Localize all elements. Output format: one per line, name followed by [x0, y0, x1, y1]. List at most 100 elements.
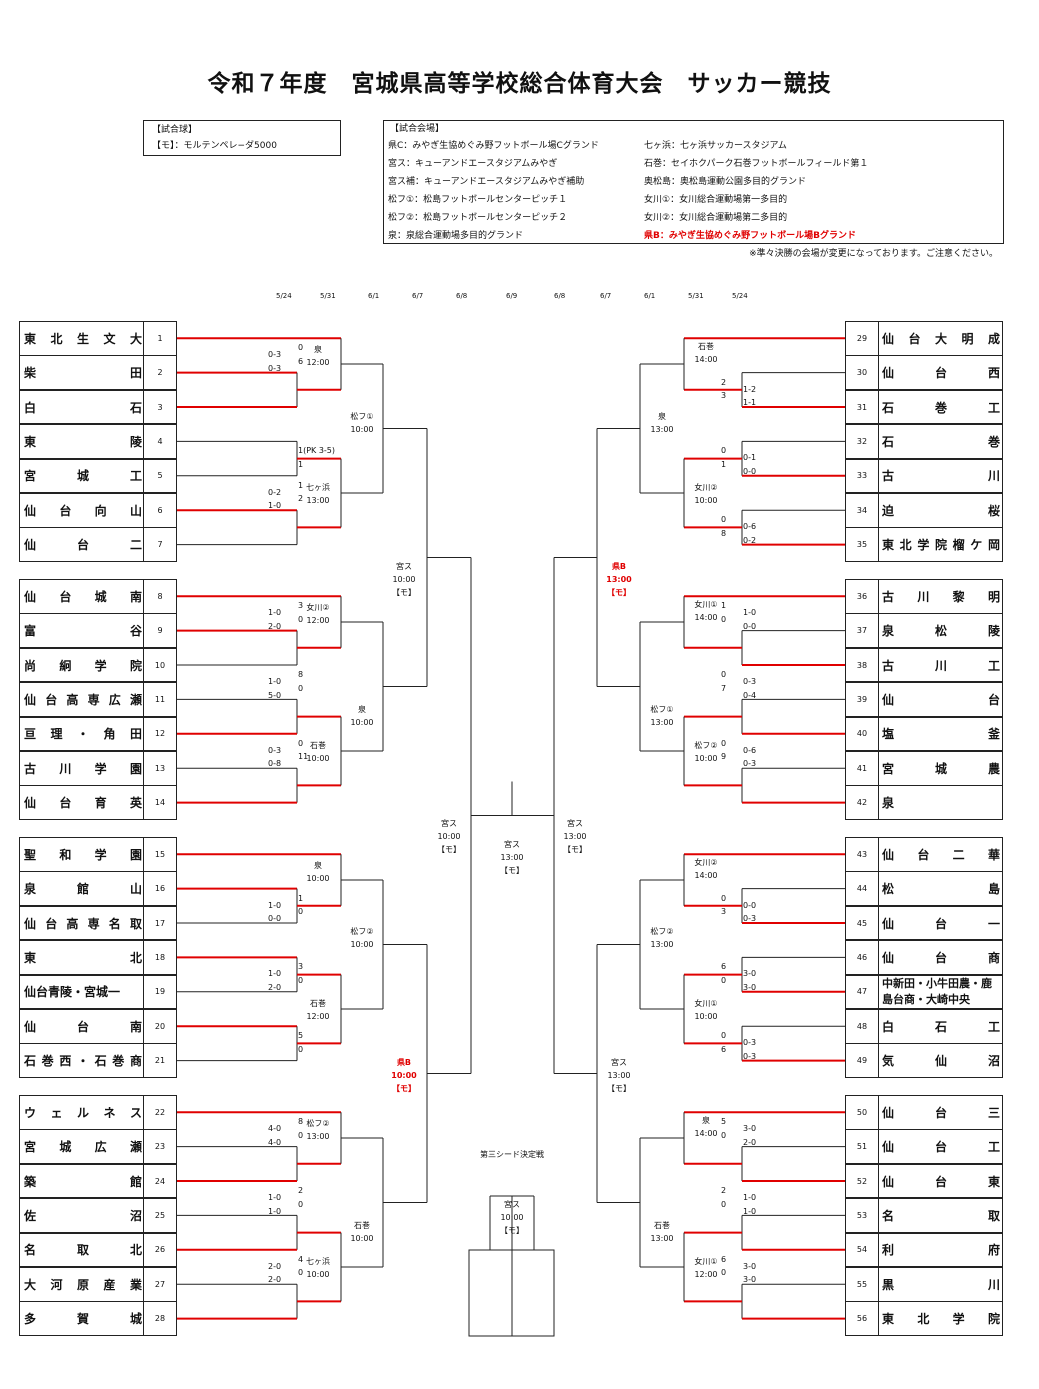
label-line: 10:00	[437, 832, 461, 841]
label-line: 松フ①	[350, 412, 374, 421]
score: 3-0	[743, 1275, 757, 1285]
seed-number: 53	[846, 1199, 879, 1232]
label-line: 松フ①	[650, 705, 674, 714]
label-line: 石巻	[310, 740, 326, 750]
team-name: 東北学院榴ケ岡	[882, 538, 1000, 553]
team-name: 仙台南	[24, 1019, 142, 1034]
score: 0-0	[743, 900, 757, 910]
label-line: 10:00	[694, 1011, 718, 1021]
label-line: 14:00	[694, 871, 718, 881]
score: 9	[721, 752, 727, 762]
seed-number: 12	[143, 717, 176, 751]
team-name: 仙台育英	[24, 796, 142, 811]
team-name: 石巻工	[882, 400, 1000, 415]
team-name: 亘理・角田	[24, 727, 142, 742]
seed-number: 17	[143, 906, 176, 940]
label-line: 【モ】	[563, 845, 587, 854]
score: 0-3	[743, 914, 757, 924]
seed-number: 28	[143, 1302, 176, 1335]
venue-right: 女川②：女川総合運動場第二多目的	[644, 213, 788, 223]
team-name: 古川黎明	[882, 589, 1000, 604]
label-line: 12:00	[306, 1011, 330, 1021]
team-name: 築館	[24, 1174, 142, 1189]
label-line: 10:00	[350, 940, 374, 949]
team-name: 古川	[882, 469, 1000, 484]
score: 1-2	[743, 384, 757, 394]
label-line: 13:00	[650, 940, 674, 949]
seed-number: 24	[143, 1164, 176, 1198]
team-name: 中新田・小牛田農・鹿島台商・大崎中央	[878, 976, 1004, 1009]
team-name: 富谷	[24, 624, 142, 639]
team-name: 古川工	[882, 658, 1000, 673]
seed-number: 21	[143, 1044, 176, 1077]
seed-number: 29	[846, 322, 879, 355]
label-line: 14:00	[694, 355, 718, 365]
score: 0	[298, 975, 304, 985]
score: 1-0	[743, 1206, 757, 1216]
score: 5-0	[268, 690, 282, 700]
label-line: 10:00	[306, 753, 330, 763]
score: 0	[721, 1199, 727, 1209]
seed-number: 16	[143, 872, 176, 905]
score: 11	[298, 752, 309, 762]
score: 4-0	[268, 1124, 282, 1134]
label-line: 女川②	[694, 482, 718, 492]
seed-number: 5	[143, 459, 176, 493]
label-line: 宮ス	[396, 562, 412, 571]
label-line: 女川②	[306, 603, 330, 613]
score: 3	[298, 601, 304, 611]
score: 2	[298, 494, 304, 504]
score: 4-0	[268, 1137, 282, 1147]
score: 0	[298, 1130, 304, 1140]
label-line: 【モ】	[392, 588, 416, 597]
score: 0	[298, 1044, 304, 1054]
label-line: 【モ】	[607, 1084, 631, 1093]
score: 2-0	[268, 982, 282, 992]
score: 3-0	[743, 969, 757, 979]
score: 0-0	[743, 621, 757, 631]
seed-number: 9	[143, 614, 176, 647]
seed-number: 2	[143, 356, 176, 389]
label-line: 10:00	[306, 874, 330, 884]
seed-number: 47	[846, 975, 879, 1009]
score: 0	[721, 515, 727, 525]
score: 1-0	[268, 900, 282, 910]
team-name: 塩釜	[882, 727, 1000, 742]
label-line: 14:00	[694, 1129, 718, 1139]
venue-left: 宮ス：キューアンドエースタジアムみやぎ	[388, 159, 558, 169]
team-name: 泉	[882, 796, 895, 811]
score: 1-0	[743, 1193, 757, 1202]
label-line: 13:00	[607, 1071, 631, 1080]
seed-number: 31	[846, 390, 879, 424]
team-name-line: 中新田・小牛田農・鹿	[882, 976, 992, 990]
